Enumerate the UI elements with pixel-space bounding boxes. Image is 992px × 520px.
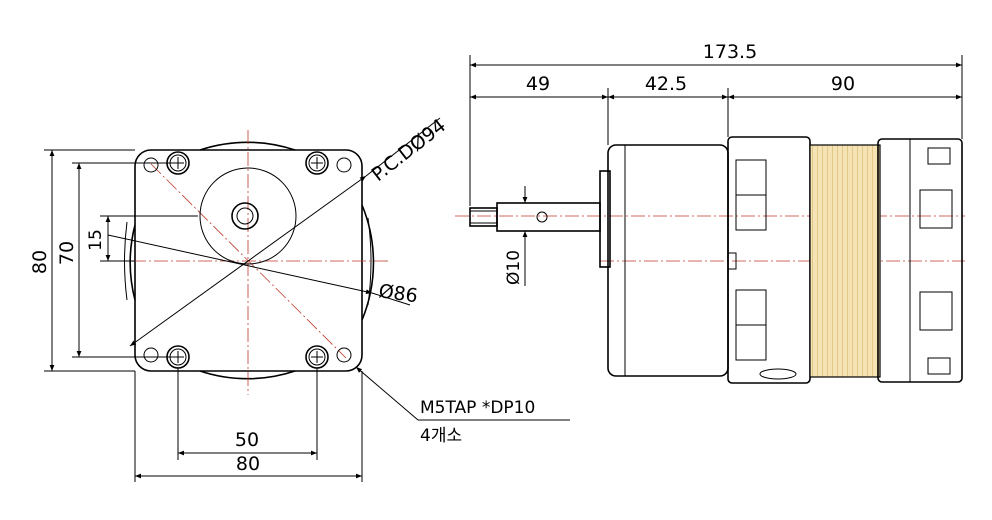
cooling-fins xyxy=(809,144,881,378)
dim-height-70: 70 xyxy=(56,241,78,265)
shaft-end xyxy=(231,202,259,230)
rear-housing xyxy=(877,138,963,383)
mount-hole-tl xyxy=(143,157,159,173)
screw-top-right xyxy=(305,151,329,175)
dim-segment-3: 90 xyxy=(831,73,855,95)
outer-body-arc-right xyxy=(361,204,375,321)
dim-segment-1: 49 xyxy=(526,73,550,95)
outer-body-arc-bottom xyxy=(199,370,296,380)
outer-diameter-label: Ø86 xyxy=(377,280,419,307)
shaft xyxy=(469,202,601,232)
shaft-hole xyxy=(536,211,548,223)
middle-housing xyxy=(727,136,811,384)
dim-offset-15: 15 xyxy=(86,229,106,251)
front-view: P.C.DØ94 Ø86 80 70 15 50 80 M5TAP *DP10 … xyxy=(29,115,570,482)
tap-label: M5TAP *DP10 xyxy=(420,398,535,418)
tap-hole-side xyxy=(759,368,797,380)
front-housing xyxy=(607,144,729,377)
mount-hole-tr xyxy=(336,157,352,173)
pcd-leader xyxy=(129,175,367,347)
dim-hole-spacing-50: 50 xyxy=(235,429,259,451)
screw-bottom-right xyxy=(305,345,329,369)
dim-width-80: 80 xyxy=(236,453,260,475)
mount-hole-bl xyxy=(143,347,159,363)
tap-leader xyxy=(355,366,419,421)
dim-height-80: 80 xyxy=(29,250,51,274)
outer-diameter-leader xyxy=(107,234,373,295)
outer-body-arc-top xyxy=(199,141,296,151)
tap-qty-label: 4개소 xyxy=(420,426,462,446)
shaft-diameter-label: Ø10 xyxy=(504,250,524,285)
pcd-label: P.C.DØ94 xyxy=(368,115,451,186)
mount-hole-br xyxy=(336,347,352,363)
dim-total: 173.5 xyxy=(703,41,757,63)
dim-segment-2: 42.5 xyxy=(645,73,687,95)
side-view: Ø10 xyxy=(455,41,965,384)
flange-boss xyxy=(599,170,611,268)
